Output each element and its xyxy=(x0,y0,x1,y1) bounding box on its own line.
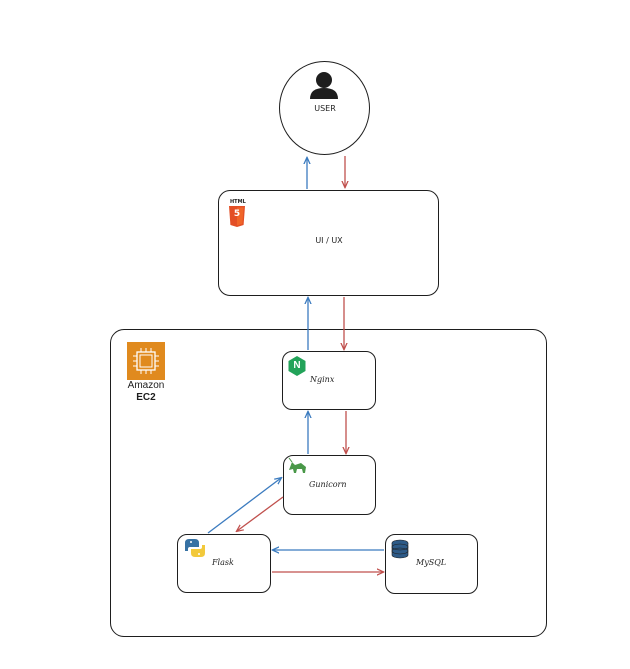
html5-badge-text: HTML xyxy=(230,199,246,205)
ui-ux-label: UI / UX xyxy=(315,236,343,245)
html5-badge-number: 5 xyxy=(233,209,241,219)
arrow-gunicorn-to-flask xyxy=(237,496,284,531)
mysql-icon xyxy=(391,539,409,559)
user-label: USER xyxy=(314,104,336,113)
gunicorn-label: Gunicorn xyxy=(309,480,347,489)
flask-label: Flask xyxy=(212,558,234,567)
ec2-label-line2: EC2 xyxy=(136,392,156,403)
nginx-icon xyxy=(288,356,306,376)
user-icon xyxy=(310,72,338,99)
html5-icon xyxy=(229,206,245,227)
arrow-flask-to-gunicorn xyxy=(207,478,281,534)
mysql-label: MySQL xyxy=(416,558,447,567)
python-icon xyxy=(185,539,205,557)
nginx-label: Nginx xyxy=(310,375,335,384)
ec2-label-line1: Amazon xyxy=(127,380,165,391)
nginx-icon-letter: N xyxy=(293,360,301,371)
aws-ec2-icon xyxy=(127,342,165,380)
ui-ux-box xyxy=(218,190,439,296)
gunicorn-icon xyxy=(288,457,306,473)
